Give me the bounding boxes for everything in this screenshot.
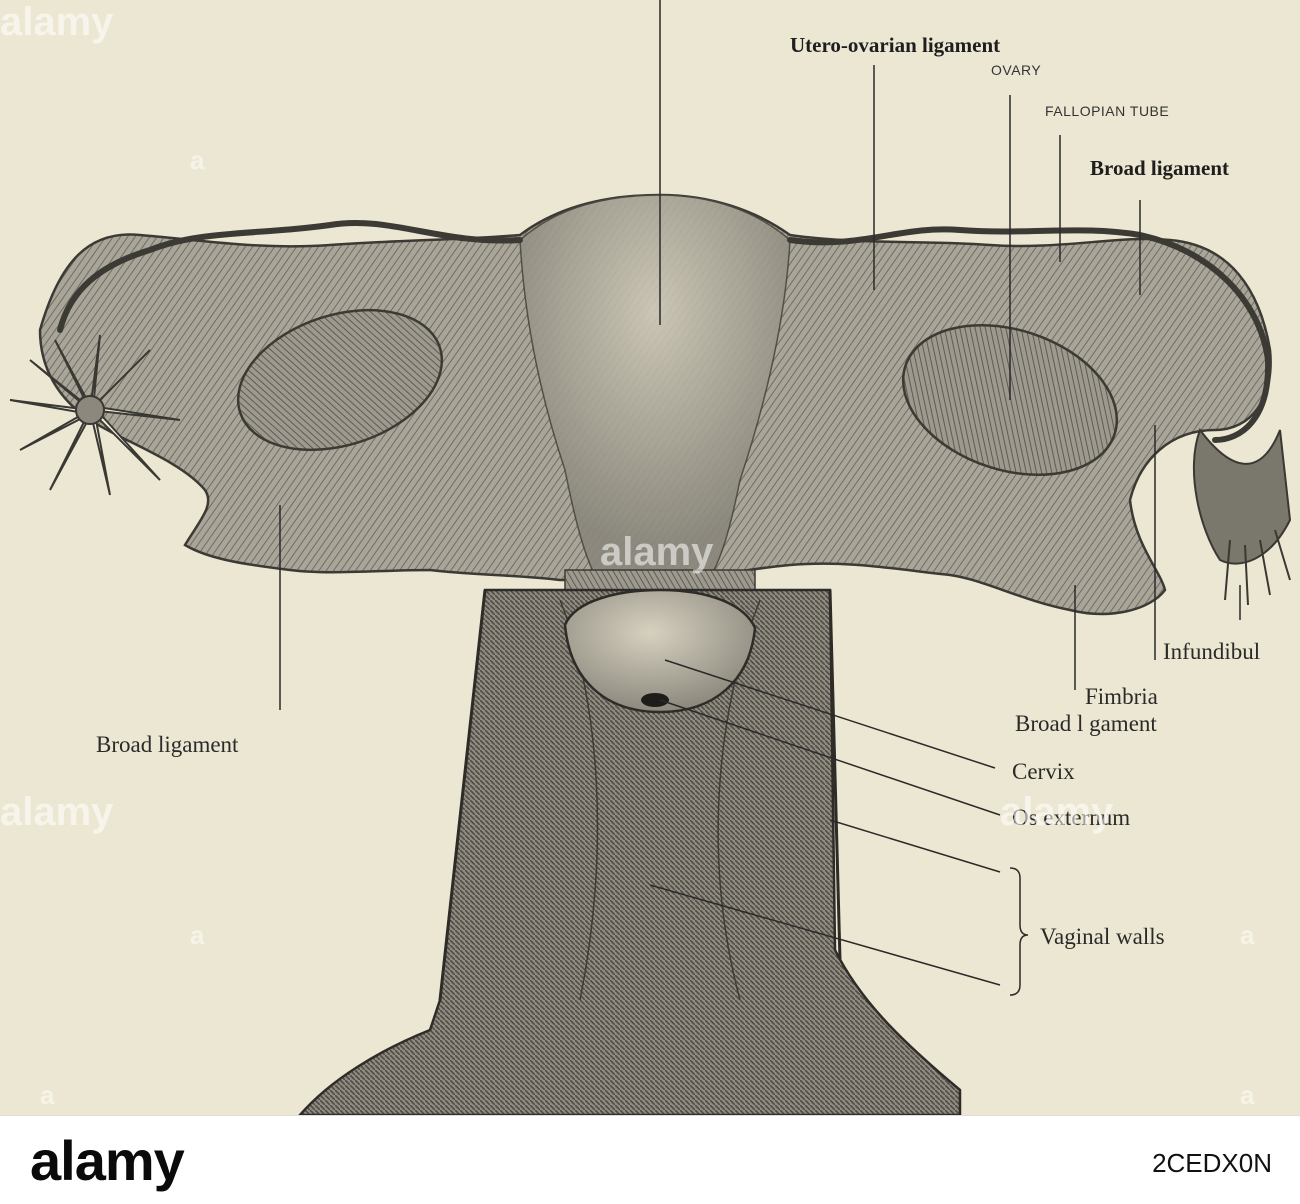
left-fimbriae: [9, 334, 181, 496]
os-externum-mark: [641, 693, 669, 707]
label-cervix: Cervix: [1012, 759, 1075, 784]
image-id: 2CEDX0N: [1152, 1148, 1272, 1178]
right-fimbriae: [1192, 427, 1292, 606]
label-broad-ligament-top: Broad ligament: [1090, 156, 1230, 180]
label-utero-ovarian-ligament: Utero-ovarian ligament: [790, 33, 1001, 57]
label-vaginal-walls: Vaginal walls: [1040, 924, 1165, 949]
cervix-dome: [563, 588, 757, 714]
vaginal-walls: [298, 588, 962, 1115]
label-ovary: OVARY: [991, 62, 1042, 78]
label-infundibulum: Infundibul: [1163, 639, 1261, 664]
label-broad-ligament-right: Broad l gament: [1015, 711, 1157, 736]
alamy-logo: alamy: [30, 1129, 185, 1192]
label-os-externum: Os externum: [1012, 805, 1131, 830]
label-fallopian-tube: FALLOPIAN TUBE: [1045, 103, 1170, 119]
stock-footer-bar: alamy 2CEDX0N: [0, 1115, 1300, 1204]
leader-lines: [279, 0, 1241, 996]
label-broad-ligament-left: Broad ligament: [96, 732, 239, 757]
left-ovary: [236, 308, 444, 452]
label-fimbria: Fimbria: [1085, 684, 1158, 709]
left-fallopian-tube: [57, 219, 523, 333]
anatomy-drawing: [9, 0, 1292, 1115]
illustration-plate: Utero-ovarian ligament OVARY FALLOPIAN T…: [0, 0, 1300, 1115]
